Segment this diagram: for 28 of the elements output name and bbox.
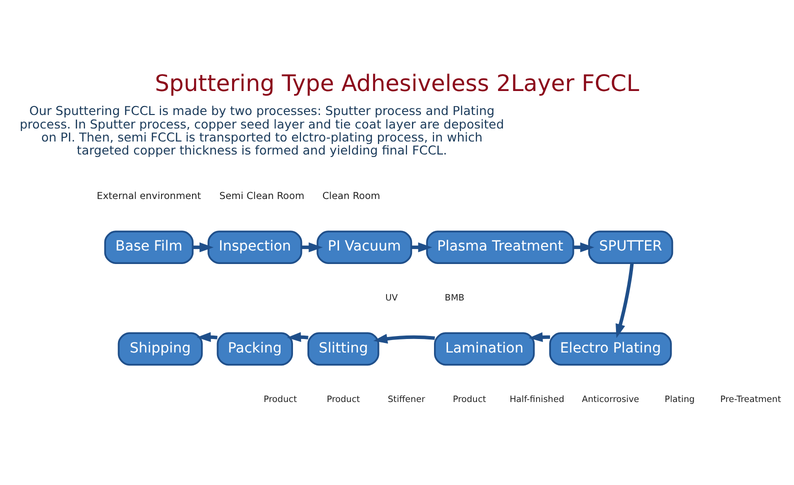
label: Product — [264, 394, 297, 405]
node-box: SPUTTER — [588, 230, 674, 264]
label: Plating — [664, 394, 695, 405]
label: Half-finished — [510, 394, 564, 405]
label: External environment — [96, 190, 202, 202]
arrow — [528, 332, 550, 342]
node-box: Slitting — [307, 332, 380, 366]
label: BMB — [444, 293, 464, 304]
node-box: Base Film — [104, 230, 194, 264]
diagram-title: Sputtering Type Adhesiveless 2Layer FCCL — [154, 71, 640, 98]
label: Semi Clean Room — [219, 190, 304, 202]
label: Product — [452, 394, 486, 405]
label: Product — [326, 394, 360, 405]
node-box: Lamination — [434, 332, 535, 366]
label: Pre-Treatment — [720, 394, 782, 405]
node-box: Electro Plating — [549, 332, 672, 366]
arrow — [373, 334, 435, 344]
label: Clean Room — [322, 190, 380, 202]
label: Stiffener — [388, 394, 426, 405]
node-box: Shipping — [118, 332, 203, 366]
node-box: Plasma Treatment — [426, 230, 574, 264]
node-box: PI Vacuum — [316, 230, 412, 264]
node-box: Inspection — [208, 230, 302, 264]
arrow — [616, 263, 634, 338]
label: UV — [385, 293, 398, 304]
label: Anticorrosive — [582, 394, 640, 405]
node-box: Packing — [216, 332, 293, 366]
label: Our Sputtering FCCL is made by two processes: Sputter process and Plating process. In Sputter process, copper seed layer and tie coat layer are deposited on PI. Then, semi FCCL is transported to elctro-plating process, in which targeted copper thickness is formed and yielding final FCCL. — [20, 104, 504, 158]
